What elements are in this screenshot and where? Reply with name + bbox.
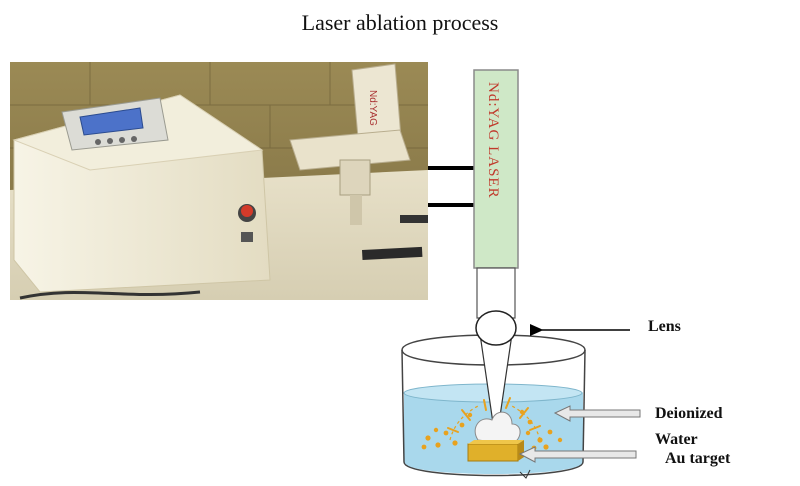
water-pointer-arrow [553,405,641,422]
au-target [467,443,519,462]
water-label-line1: Deionized [655,405,723,422]
laser-handpiece: Nd:YAG [289,63,411,225]
target-pointer-arrow [518,446,637,463]
beam-guide [476,267,516,319]
nd-yag-laser-tube [473,69,519,269]
handpiece-label: Nd:YAG [367,90,378,126]
diagram-title: Laser ablation process [301,10,499,35]
lens-label: Lens [648,318,681,335]
nanoparticles [421,409,563,451]
water-label-line2: Water [655,431,698,448]
control-panel [61,97,169,151]
target-label: Au target [665,450,731,467]
connector-lines [428,166,474,207]
lens [475,310,517,346]
plasma-plume [447,397,541,445]
key-switch [241,232,253,242]
laser-label: Nd:YAG LASER [485,82,501,199]
laser-setup-photo: Nd:YAG [10,62,428,300]
